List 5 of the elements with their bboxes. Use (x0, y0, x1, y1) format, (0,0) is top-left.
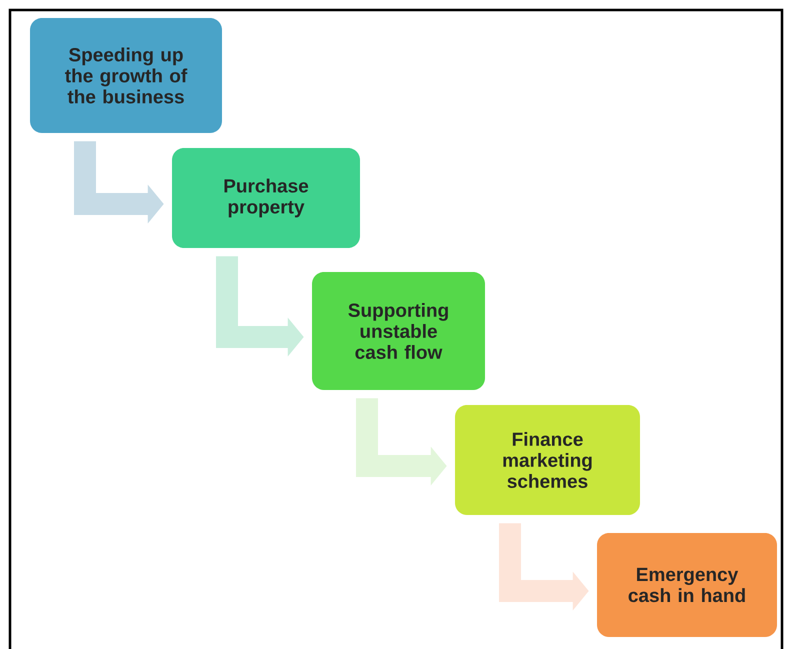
process-box: Emergency cash in hand (597, 533, 777, 637)
process-box: Supporting unstable cash flow (312, 272, 485, 390)
process-box: Speeding up the growth of the business (30, 18, 222, 133)
process-box: Purchase property (172, 148, 360, 248)
process-box: Finance marketing schemes (455, 405, 640, 515)
